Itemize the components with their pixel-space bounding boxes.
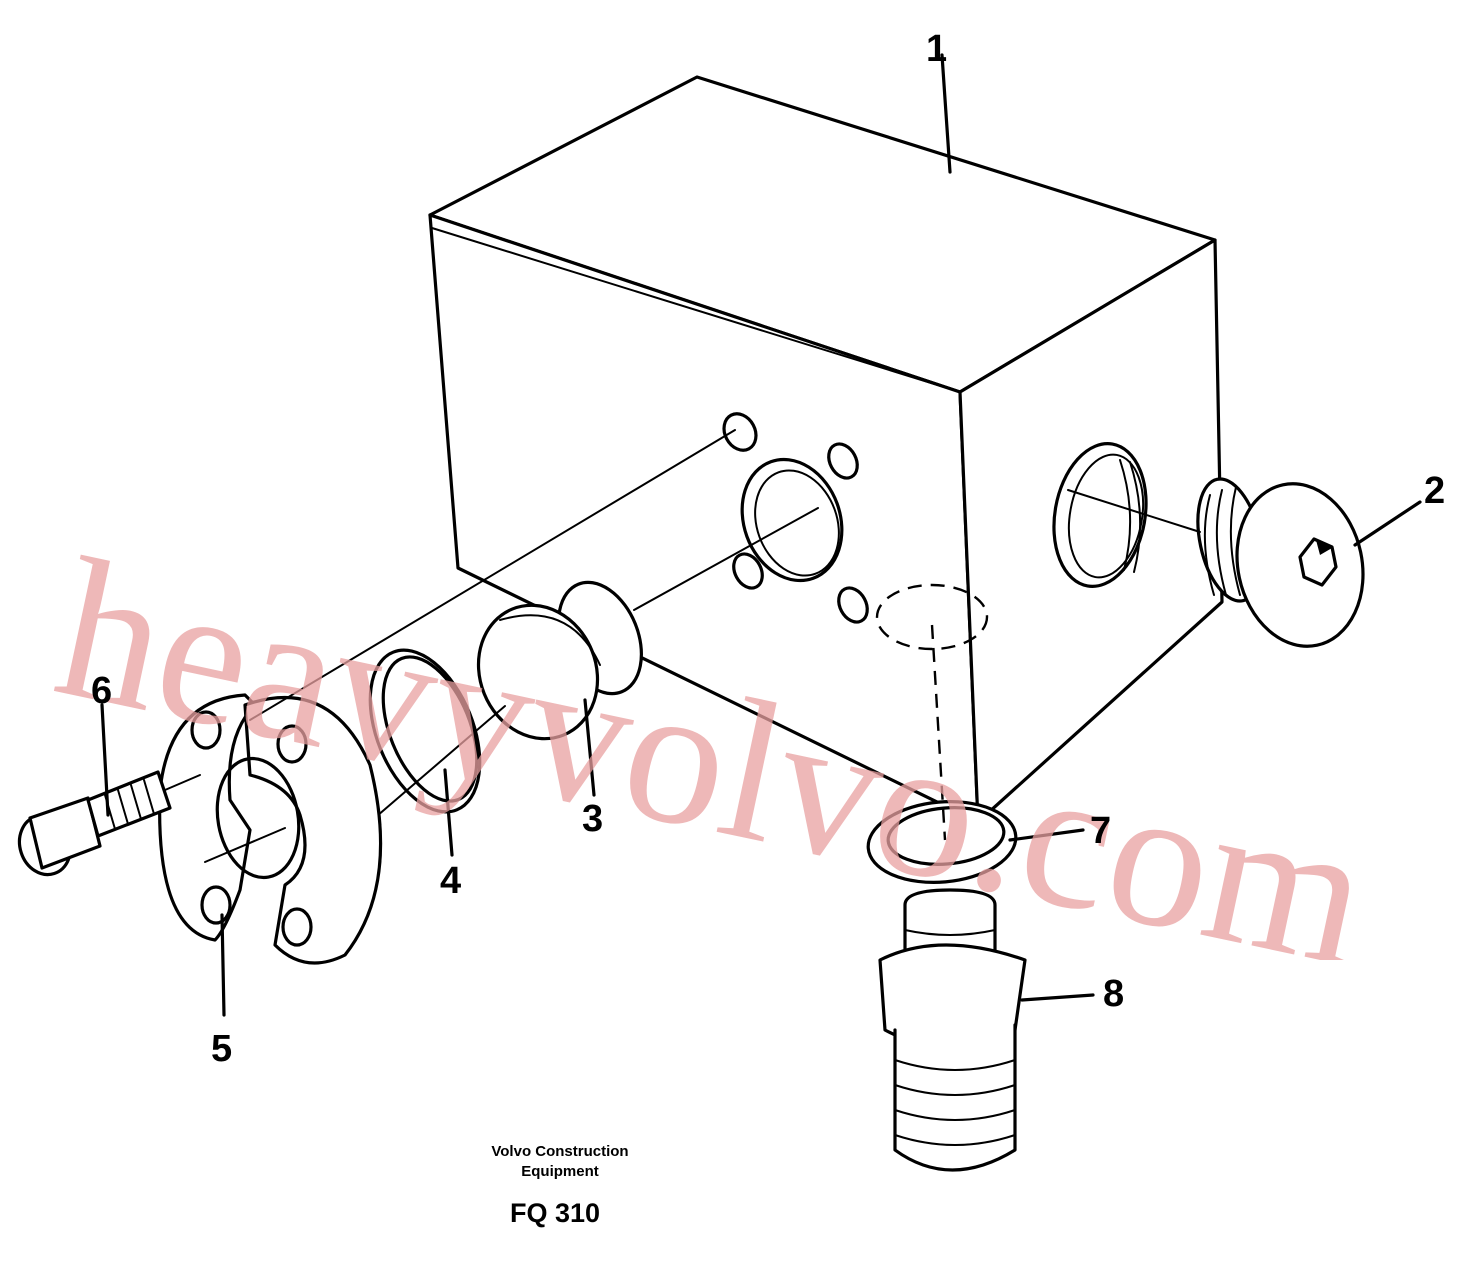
leader-8 (1020, 993, 1095, 1002)
callout-2: 2 (1424, 470, 1446, 512)
leader-7 (1008, 828, 1085, 842)
callout-8: 8 (1103, 973, 1125, 1015)
part-8-hose-nipple (878, 624, 1027, 1172)
callout-1: 1 (926, 28, 948, 70)
leader-1 (940, 53, 952, 174)
caption-equipment: Equipment (521, 1163, 599, 1180)
caption-manufacturer: Volvo Construction (491, 1143, 629, 1160)
callout-7: 7 (1090, 810, 1112, 852)
leader-lines (100, 53, 1422, 1017)
callout-6: 6 (91, 670, 113, 712)
part-3-adapter (476, 507, 819, 741)
part-6-bolt (17, 770, 201, 877)
callout-5: 5 (211, 1028, 233, 1070)
callout-4: 4 (440, 860, 462, 902)
caption-figure-code: FQ 310 (509, 1198, 601, 1228)
leader-4 (443, 768, 454, 857)
leader-3 (583, 698, 596, 797)
leader-2 (1353, 500, 1422, 547)
part-5-flange (158, 429, 736, 965)
part-4-o-ring (368, 648, 506, 823)
callout-3: 3 (582, 798, 604, 840)
leader-6 (100, 703, 110, 817)
part-1-valve-block (428, 75, 1224, 824)
part-2-plug (1067, 477, 1365, 648)
leader-5 (220, 913, 226, 1017)
part-7-seal-washer (866, 800, 1018, 884)
